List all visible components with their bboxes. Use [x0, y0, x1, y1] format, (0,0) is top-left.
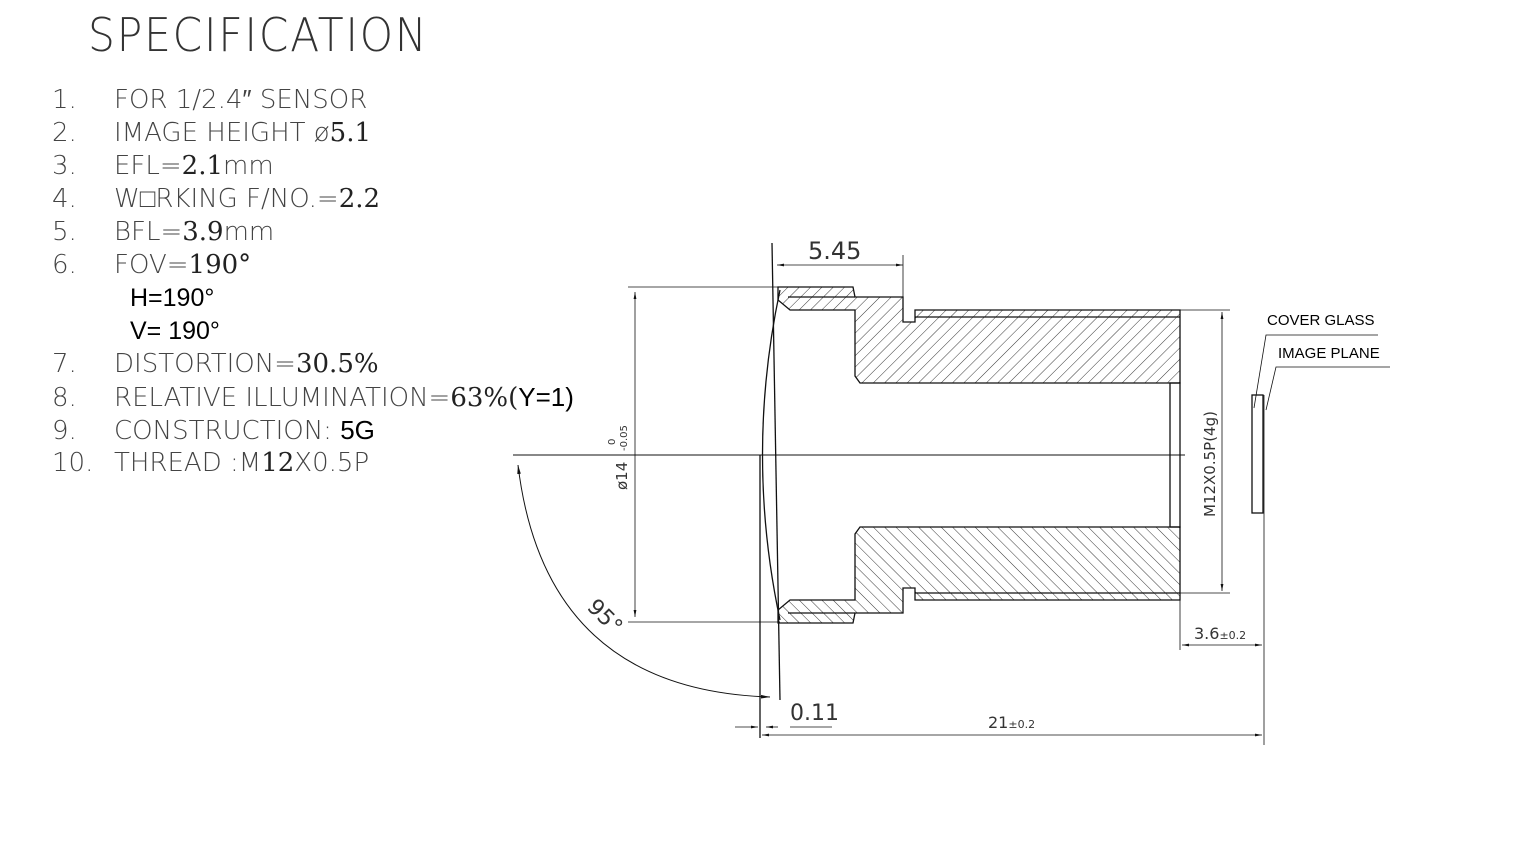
front-length-dimension [777, 255, 904, 297]
spec-value: 63%( [450, 383, 519, 413]
spec-label: THREAD :M [114, 448, 262, 478]
spec-number: 9. [52, 416, 77, 446]
front-length-label: 5.45 [808, 237, 861, 265]
thread-dimension [1180, 309, 1230, 594]
diameter-label: ø14 [613, 462, 631, 490]
spec-value: 2.1 [181, 151, 224, 181]
spec-unit: mm [223, 217, 275, 247]
front-lens-surface [761, 289, 781, 621]
spec-number: 2. [52, 118, 77, 148]
barrel-upper [777, 286, 1181, 384]
spec-number: 10. [52, 448, 94, 478]
spec-item: 5. BFL=3.9mm [52, 216, 574, 249]
spec-extra: Y=1) [518, 382, 574, 412]
spec-number: 4. [52, 184, 77, 214]
spec-label: CONSTRUCTION: [114, 416, 341, 446]
spec-number: 1. [52, 85, 77, 115]
spec-item: 6. FOV=190° [52, 249, 574, 282]
spec-number: 7. [52, 349, 77, 379]
spec-label: BFL= [114, 217, 183, 247]
spec-item: 8. RELATIVE ILLUMINATION=63%(Y=1) [52, 381, 574, 414]
page-title: SPECIFICATION [88, 8, 429, 62]
thread-label: M12X0.5P(4g) [1201, 411, 1219, 517]
cover-glass-leader [1253, 334, 1378, 409]
bfl-value: 3.6 [1194, 624, 1219, 643]
spec-number: 6. [52, 250, 77, 280]
spec-label: FOR 1/2.4″ SENSOR [114, 85, 368, 115]
spec-number: 3. [52, 151, 77, 181]
spec-fov-h: H=190° [130, 284, 215, 312]
angle-arc [517, 464, 771, 699]
spec-item: 1. FOR 1/2.4″ SENSOR [52, 84, 574, 117]
spec-value: 2.2 [338, 184, 381, 214]
diameter-tol-lower: -0.05 [619, 425, 630, 451]
spec-label: DISTORTION= [114, 349, 296, 379]
spec-value: 3.9 [182, 217, 224, 247]
spec-value: 30.5% [295, 349, 379, 379]
barrel-rear-bore [1169, 382, 1181, 528]
angle-label: 95° [582, 595, 627, 640]
spec-item: 4. W□RKING F/NO.=2.2 [52, 183, 574, 216]
image-plane-leader [1265, 366, 1390, 411]
barrel-lower [777, 526, 1181, 624]
spec-value: 190° [188, 250, 252, 280]
lens-tangent-line [771, 242, 781, 701]
spec-number: 8. [52, 383, 77, 413]
total-length-tolerance: ±0.2 [1008, 718, 1035, 731]
spec-unit: mm [223, 151, 274, 181]
sag-label: 0.11 [790, 701, 839, 726]
spec-fov-v: V= 190° [130, 317, 220, 345]
spec-number: 5. [52, 217, 77, 247]
spec-item: 3. EFL=2.1mm [52, 150, 574, 183]
spec-value: 5G [340, 415, 375, 445]
spec-label: FOV= [114, 250, 189, 280]
spec-value: 12 [261, 448, 295, 478]
spec-unit: X0.5P [294, 448, 370, 478]
total-length-label: 21±0.2 [988, 713, 1035, 732]
spec-label: EFL= [114, 151, 182, 181]
spec-item: 10. THREAD :M12X0.5P [52, 447, 574, 480]
spec-item: V= 190° [52, 315, 574, 348]
spec-value: 5.1 [329, 118, 372, 148]
spec-item: 7. DISTORTION=30.5% [52, 348, 574, 381]
spec-label: RELATIVE ILLUMINATION= [114, 383, 451, 413]
spec-item: 2. IMAGE HEIGHT ø5.1 [52, 117, 574, 150]
bfl-label: 3.6±0.2 [1194, 624, 1246, 643]
spec-item: H=190° [52, 282, 574, 315]
total-length-value: 21 [988, 713, 1008, 732]
bfl-tolerance: ±0.2 [1219, 629, 1246, 642]
diameter-tol-upper: 0 [607, 439, 618, 445]
spec-item: 9. CONSTRUCTION: 5G [52, 414, 574, 447]
cover-glass-label: COVER GLASS [1267, 312, 1375, 329]
spec-label: IMAGE HEIGHT ø [114, 118, 330, 148]
cover-glass [1251, 394, 1264, 514]
image-plane-label: IMAGE PLANE [1278, 345, 1380, 362]
spec-label: W□RKING F/NO.= [114, 184, 339, 214]
spec-list: 1.FOR 1/2.4″ SENSOR 2.IMAGE HEIGHT ø5.1 … [52, 84, 574, 480]
